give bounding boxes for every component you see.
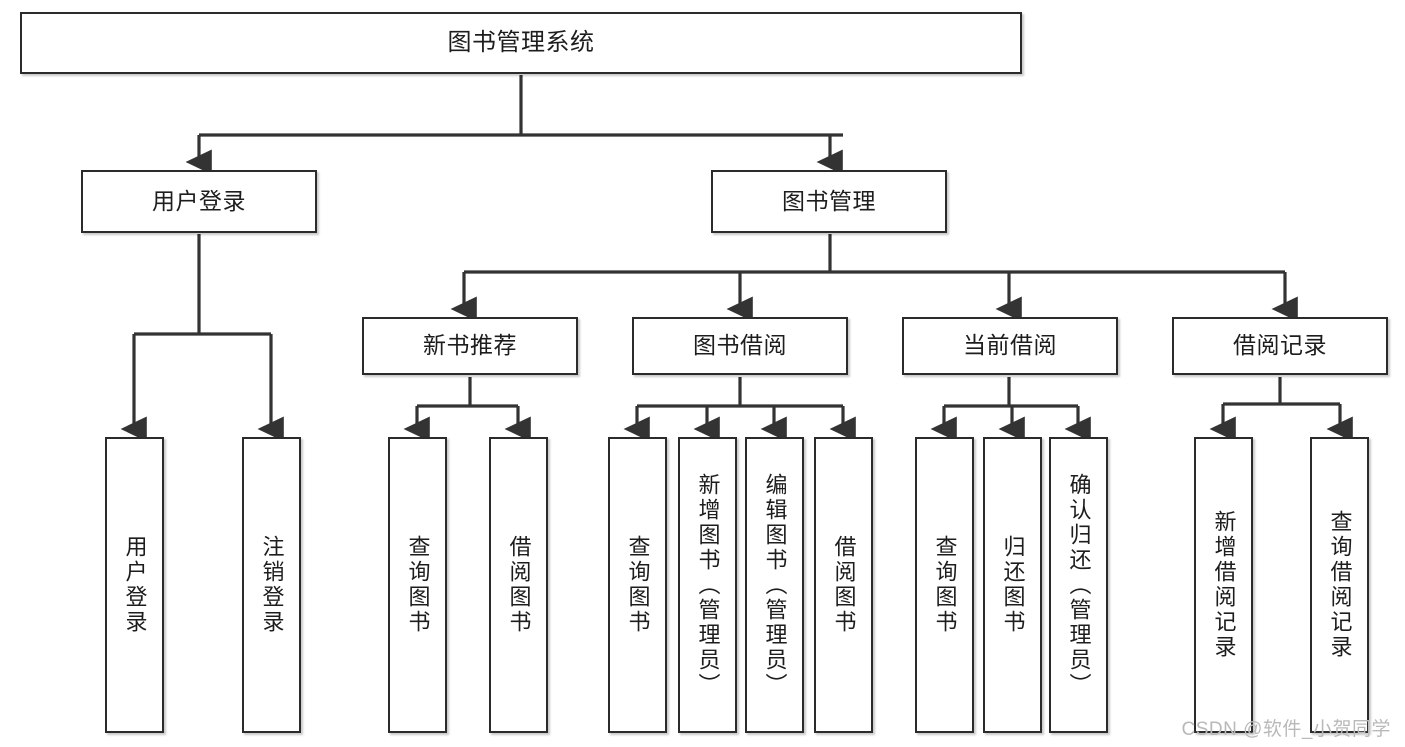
leaf-cb-confirm-return-admin[interactable]: 确认归还（管理员） [1049, 437, 1108, 733]
node-label: 用户登录 [152, 187, 246, 214]
leaf-nbr-query-book[interactable]: 查询图书 [388, 437, 447, 733]
node-label: 借阅记录 [1233, 332, 1327, 359]
node-label: 查询图书 [625, 535, 651, 635]
leaf-user-login[interactable]: 用户登录 [105, 437, 164, 733]
leaf-cb-query-book[interactable]: 查询图书 [915, 437, 974, 733]
node-root-book-management-system[interactable]: 图书管理系统 [20, 12, 1022, 74]
node-label: 图书管理系统 [447, 28, 595, 56]
node-label: 用户登录 [122, 535, 148, 635]
node-label: 查询图书 [932, 535, 958, 635]
leaf-br-add-record[interactable]: 新增借阅记录 [1194, 437, 1253, 733]
node-label: 新书推荐 [423, 332, 517, 359]
node-user-login[interactable]: 用户登录 [81, 170, 317, 233]
node-label: 确认归还（管理员） [1066, 472, 1092, 698]
node-current-borrowing[interactable]: 当前借阅 [902, 317, 1118, 375]
node-label: 借阅图书 [506, 535, 532, 635]
leaf-logout[interactable]: 注销登录 [242, 437, 301, 733]
node-label: 归还图书 [1000, 535, 1026, 635]
node-label: 查询图书 [405, 535, 431, 635]
node-new-book-recommendation[interactable]: 新书推荐 [362, 317, 578, 375]
node-book-management[interactable]: 图书管理 [711, 170, 947, 233]
leaf-bb-query-book[interactable]: 查询图书 [608, 437, 667, 733]
leaf-cb-return-book[interactable]: 归还图书 [983, 437, 1042, 733]
leaf-bb-borrow-book[interactable]: 借阅图书 [814, 437, 873, 733]
node-label: 图书管理 [782, 187, 876, 214]
leaf-br-query-record[interactable]: 查询借阅记录 [1310, 437, 1369, 733]
node-borrowing-record[interactable]: 借阅记录 [1172, 317, 1388, 375]
node-label: 查询借阅记录 [1327, 510, 1353, 660]
leaf-bb-edit-book-admin[interactable]: 编辑图书（管理员） [745, 437, 804, 733]
node-label: 当前借阅 [963, 332, 1057, 359]
leaf-bb-add-book-admin[interactable]: 新增图书（管理员） [678, 437, 737, 733]
node-label: 新增借阅记录 [1211, 510, 1237, 660]
leaf-nbr-borrow-book[interactable]: 借阅图书 [489, 437, 548, 733]
node-label: 编辑图书（管理员） [762, 472, 788, 698]
node-label: 借阅图书 [831, 535, 857, 635]
node-label: 图书借阅 [693, 332, 787, 359]
node-book-borrowing[interactable]: 图书借阅 [632, 317, 848, 375]
node-label: 注销登录 [259, 535, 285, 635]
node-label: 新增图书（管理员） [695, 472, 721, 698]
